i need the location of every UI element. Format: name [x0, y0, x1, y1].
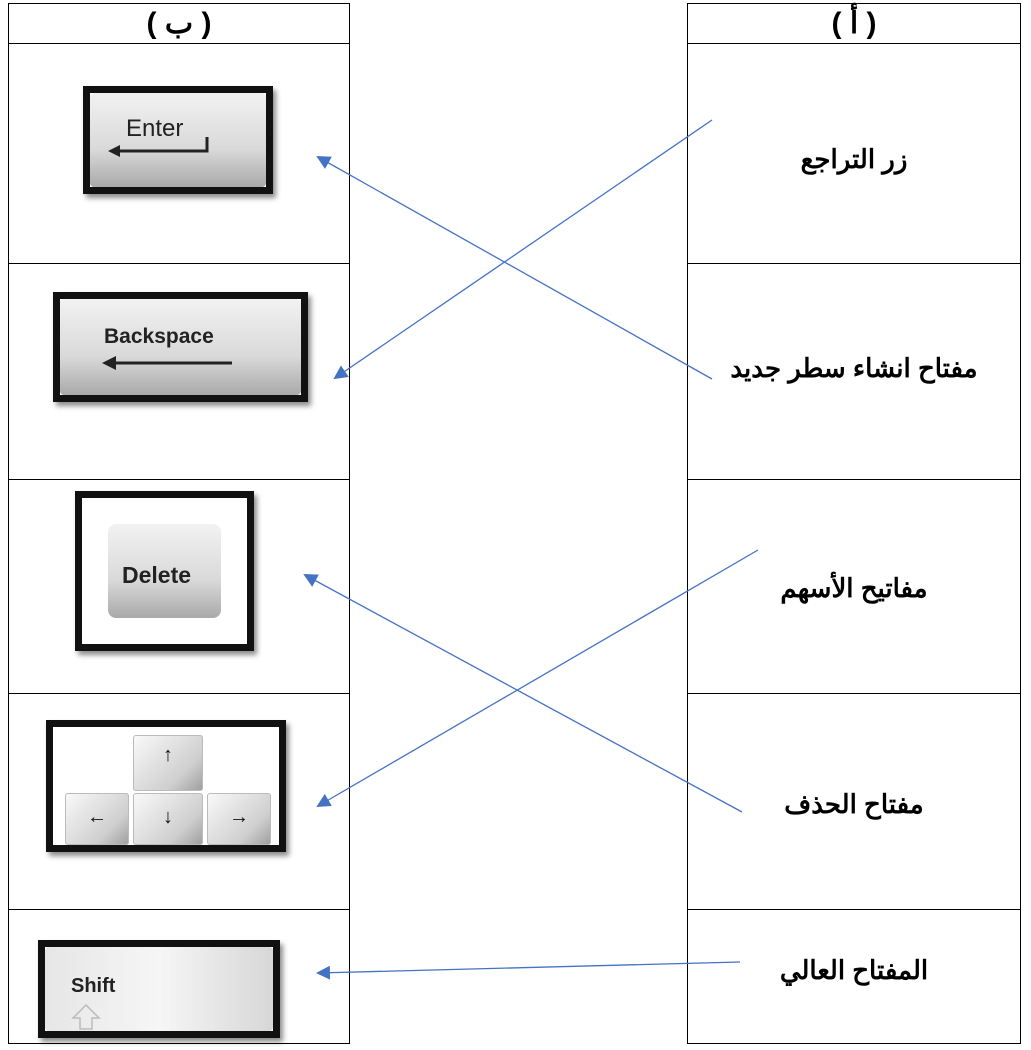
- match-line: [316, 549, 759, 808]
- shift-key-image: Shift: [38, 940, 280, 1038]
- enter-arrow-icon: [108, 137, 209, 157]
- enter-key-label: Enter: [126, 115, 184, 142]
- column-a: ( أ ) زر التراجع مفتاح انشاء سطر جديد مف…: [687, 3, 1021, 1044]
- row-divider: [688, 909, 1020, 910]
- label-new-line-key: مفتاح انشاء سطر جديد: [730, 353, 978, 383]
- up-arrow-key: ↑: [133, 735, 203, 791]
- row-divider: [688, 693, 1020, 694]
- backspace-key-image: Backspace: [53, 292, 308, 402]
- column-a-header: ( أ ): [688, 4, 1020, 44]
- delete-key-label: Delete: [122, 562, 192, 588]
- delete-key-image: Delete: [75, 491, 254, 651]
- row-divider: [9, 263, 349, 264]
- match-line: [333, 119, 713, 380]
- column-b: ( ب ) Enter Backspace Delete ↑ ← ↓ → Shi…: [8, 3, 350, 1044]
- backspace-key-label: Backspace: [104, 325, 214, 348]
- label-undo: زر التراجع: [800, 144, 908, 174]
- arrow-keys-image: ↑ ← ↓ →: [46, 720, 286, 852]
- match-line: [303, 574, 743, 813]
- row-divider: [9, 909, 349, 910]
- row-divider: [9, 693, 349, 694]
- label-arrow-keys: مفاتيح الأسهم: [780, 573, 928, 603]
- row-divider: [9, 479, 349, 480]
- right-arrow-key: →: [207, 793, 271, 845]
- enter-key-image: Enter: [83, 86, 273, 194]
- down-arrow-key: ↓: [133, 793, 203, 845]
- column-b-header: ( ب ): [9, 4, 349, 44]
- shift-arrow-icon: [71, 1003, 101, 1030]
- backspace-arrow-icon: [102, 356, 232, 370]
- match-line: [316, 156, 713, 380]
- left-arrow-key: ←: [65, 793, 129, 845]
- shift-key-label: Shift: [71, 975, 116, 997]
- match-line: [316, 961, 741, 980]
- row-divider: [688, 479, 1020, 480]
- label-shift-key: المفتاح العالي: [779, 955, 929, 985]
- row-divider: [688, 263, 1020, 264]
- label-delete-key: مفتاح الحذف: [784, 789, 924, 819]
